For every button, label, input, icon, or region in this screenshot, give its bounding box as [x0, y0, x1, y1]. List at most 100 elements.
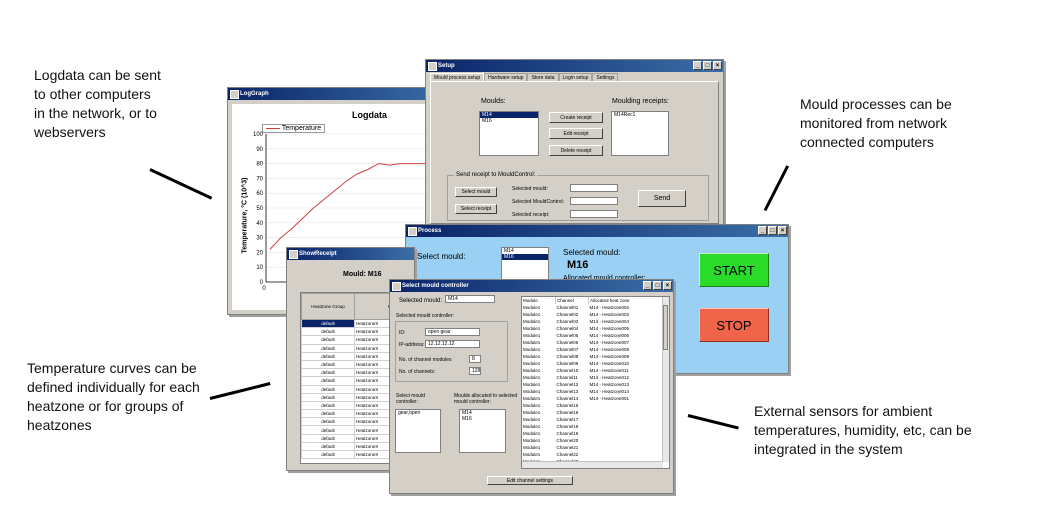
- list-item[interactable]: M14: [504, 248, 514, 254]
- maximize-button[interactable]: □: [653, 281, 662, 290]
- selected-mould-field[interactable]: [570, 184, 618, 192]
- controller-titlebar[interactable]: Select mould controller _□×: [390, 280, 673, 292]
- minimize-button[interactable]: _: [758, 226, 767, 235]
- close-button[interactable]: ×: [713, 61, 722, 70]
- minimize-button[interactable]: _: [693, 61, 702, 70]
- selected-mouldcontrol-field[interactable]: [570, 197, 618, 205]
- create-receipt-button[interactable]: Create receipt: [549, 112, 603, 123]
- process-mould-list[interactable]: M14 M16: [501, 247, 549, 283]
- heatzone-group-cell[interactable]: default: [301, 425, 355, 435]
- vertical-scrollbar[interactable]: [662, 297, 669, 462]
- selected-receipt-field[interactable]: [570, 210, 618, 218]
- list-item[interactable]: M14: [480, 112, 538, 118]
- id-field[interactable]: open gear: [425, 328, 480, 336]
- tab-settings[interactable]: Settings: [592, 73, 619, 82]
- receipts-list[interactable]: M14Rec1: [611, 111, 669, 156]
- heatzone-group-cell[interactable]: default: [301, 392, 355, 402]
- stop-button[interactable]: STOP: [699, 308, 769, 342]
- heatzone-group-cell[interactable]: default: [301, 335, 355, 345]
- heatzone-group-cell[interactable]: default: [301, 327, 355, 337]
- heatzone-group-cell[interactable]: default: [301, 433, 355, 443]
- list-item[interactable]: M14Rec1: [614, 112, 636, 118]
- heatzone-group-cell[interactable]: default: [301, 417, 355, 427]
- selected-receipt-label: Selected receipt:: [512, 212, 550, 218]
- column-header[interactable]: Module: [522, 297, 556, 304]
- column-header[interactable]: Channel: [555, 297, 589, 304]
- list-item[interactable]: M14: [462, 410, 472, 416]
- mould-controller-list[interactable]: gear,open: [395, 409, 441, 453]
- allocated-moulds-list[interactable]: M14 M16: [459, 409, 506, 453]
- heatzone-group-cell[interactable]: default: [301, 318, 355, 329]
- channels-field[interactable]: 128: [469, 367, 481, 375]
- module-cell: Module1: [523, 368, 541, 373]
- heatzone-group-cell[interactable]: default: [301, 384, 355, 394]
- horizontal-scrollbar[interactable]: [522, 461, 663, 468]
- select-mould-button[interactable]: Select mould: [455, 187, 497, 197]
- maximize-button[interactable]: □: [703, 61, 712, 70]
- tab-hardware-setup[interactable]: Hardware setup: [484, 73, 528, 82]
- edit-channel-settings-button[interactable]: Edit channel settings: [487, 476, 573, 485]
- heatzone-group-cell[interactable]: default: [301, 351, 355, 361]
- heatzone-group-cell[interactable]: default: [301, 368, 355, 378]
- list-item[interactable]: gear,open: [398, 410, 421, 416]
- heatzone-group-cell[interactable]: default: [301, 441, 355, 452]
- heatzone-group-cell[interactable]: default: [301, 376, 355, 386]
- maximize-button[interactable]: □: [768, 226, 777, 235]
- ip-address-field[interactable]: 12.12.12.12: [425, 340, 480, 348]
- minimize-button[interactable]: _: [643, 281, 652, 290]
- heatzone-cell[interactable]: HeatzoneX: [354, 449, 413, 460]
- setup-titlebar[interactable]: Setup _□×: [426, 60, 723, 72]
- close-button[interactable]: ×: [663, 281, 672, 290]
- scrollbar-thumb[interactable]: [663, 305, 668, 350]
- moulds-list[interactable]: M14 M16: [479, 111, 539, 156]
- list-item[interactable]: M16: [482, 118, 492, 124]
- select-receipt-button[interactable]: Select receipt: [455, 204, 497, 214]
- showreceipt-titlebar[interactable]: ShowReceipt: [287, 248, 414, 260]
- allocated-mould-controller-label: Allocated mould controller:: [563, 275, 646, 282]
- close-button[interactable]: ×: [778, 226, 787, 235]
- column-header[interactable]: Allocated heat zone: [590, 298, 630, 303]
- send-button[interactable]: Send: [638, 190, 686, 207]
- loggraph-titlebar[interactable]: LogGraph: [228, 88, 446, 100]
- heatzone-group-cell[interactable]: default: [301, 343, 355, 353]
- delete-receipt-button[interactable]: Delete receipt: [549, 145, 603, 156]
- channel-modules-field[interactable]: 8: [469, 355, 481, 363]
- process-titlebar[interactable]: Process _□×: [406, 225, 788, 237]
- heatzone-group-cell[interactable]: default: [301, 409, 355, 419]
- heatzone-group-cell[interactable]: default: [301, 359, 355, 370]
- list-item[interactable]: M16: [502, 254, 548, 260]
- edit-receipt-button[interactable]: Edit receipt: [549, 128, 603, 139]
- tab-login-setup[interactable]: Login setup: [558, 73, 593, 82]
- column-header[interactable]: HeatZone Group: [301, 293, 355, 320]
- tab-store-data[interactable]: Store data: [527, 73, 559, 82]
- start-button[interactable]: START: [699, 253, 769, 287]
- heatzone-group-cell[interactable]: default: [301, 400, 355, 411]
- controller-selected-mould-field[interactable]: M14: [445, 295, 495, 303]
- heatzone-group-cell[interactable]: default: [301, 449, 355, 460]
- tab-mould-process-setup[interactable]: Mould process setup: [430, 73, 485, 82]
- list-item[interactable]: M16: [462, 416, 472, 422]
